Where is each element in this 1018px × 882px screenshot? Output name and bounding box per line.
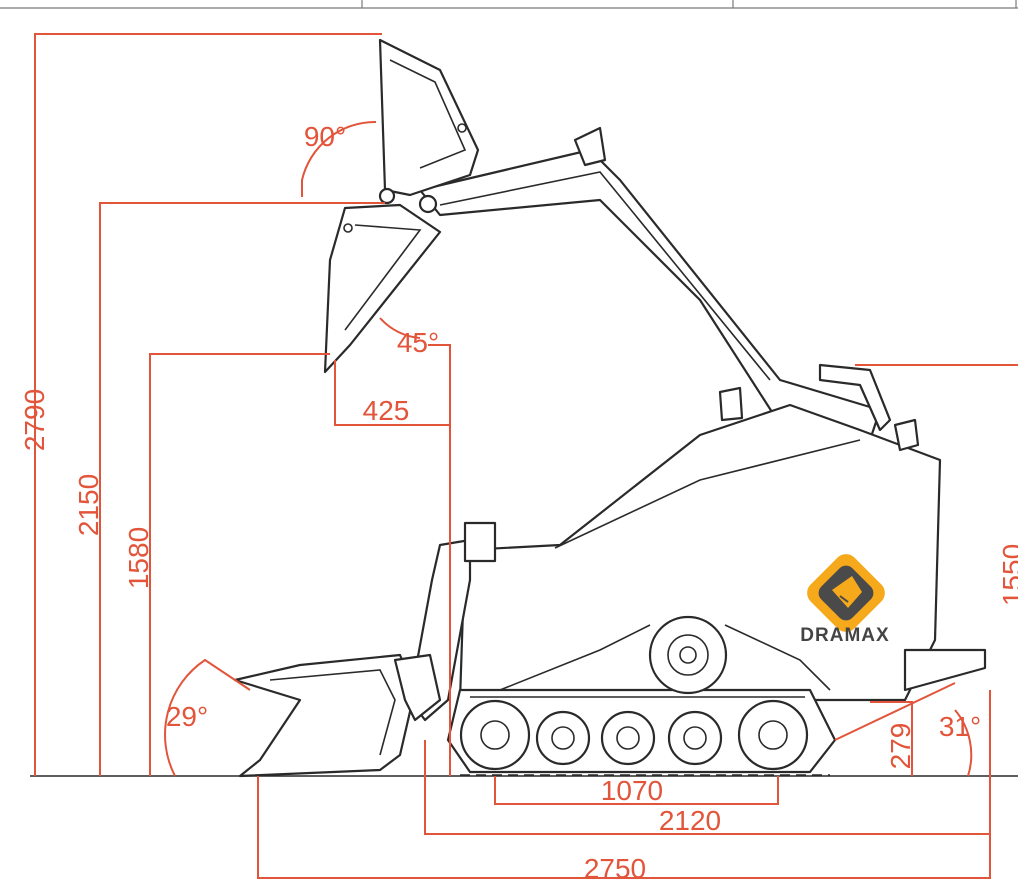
header-table-border <box>0 0 1018 9</box>
bucket-icon <box>832 576 862 608</box>
brand-name: DRAMAX <box>800 625 889 646</box>
dimension-lines <box>34 33 1018 879</box>
label-1070: 1070 <box>601 775 663 806</box>
label-90-degree: 90° <box>304 121 346 152</box>
dramax-logo: DRAMAX <box>800 554 889 646</box>
label-45-degree: 45° <box>397 327 439 358</box>
label-1550: 1550 <box>997 544 1018 606</box>
label-31-degree: 31° <box>939 711 981 742</box>
machine-outline <box>30 38 1018 778</box>
label-2790: 2790 <box>19 389 50 451</box>
label-279: 279 <box>885 723 916 770</box>
label-2750: 2750 <box>584 853 646 882</box>
label-425: 425 <box>363 395 410 426</box>
label-2150: 2150 <box>73 474 104 536</box>
road-wheels <box>459 699 809 771</box>
dimension-labels: 2790 2150 1580 425 45° 90° 29° 31° 279 1… <box>19 121 1018 882</box>
label-1580: 1580 <box>123 527 154 589</box>
label-29-degree: 29° <box>166 701 208 732</box>
label-2120: 2120 <box>659 805 721 836</box>
